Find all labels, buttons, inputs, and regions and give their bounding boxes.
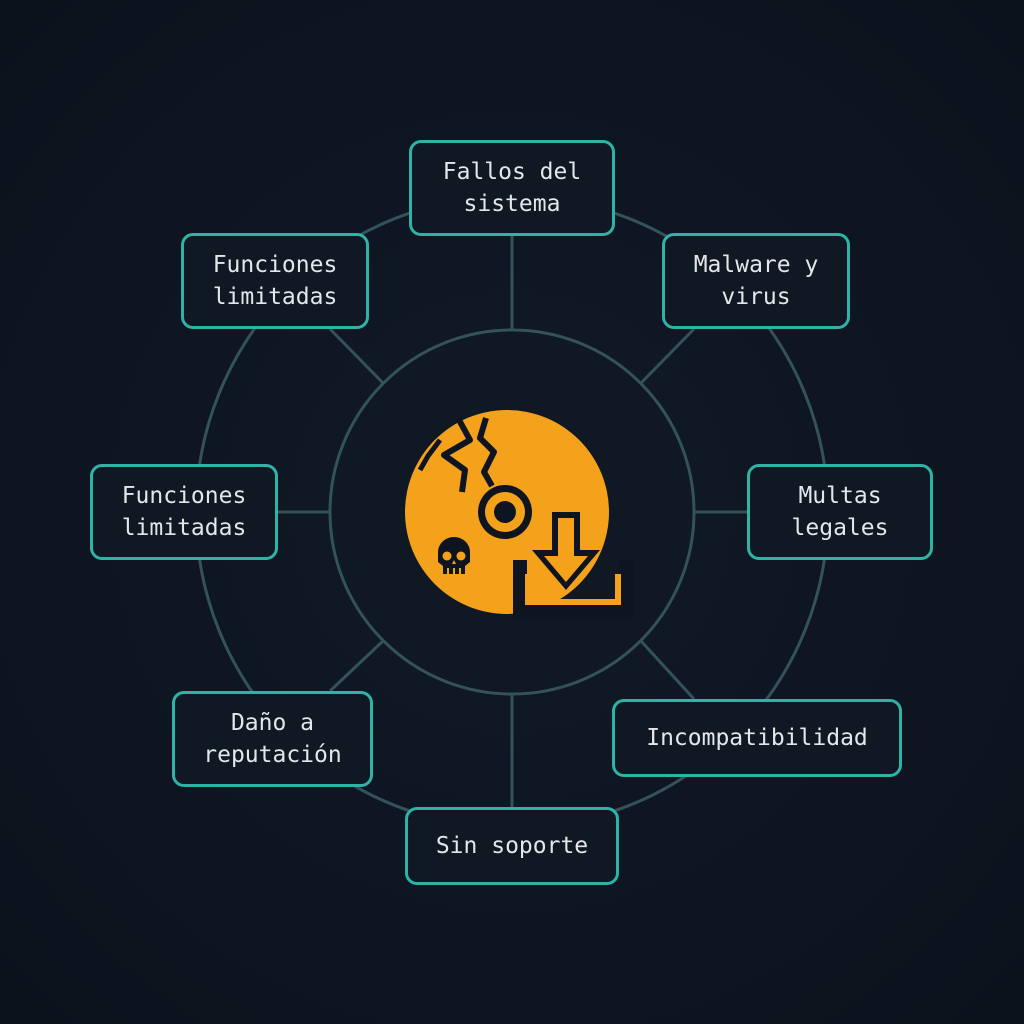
node-incompatibilidad: Incompatibilidad bbox=[612, 699, 902, 777]
node-funciones-limitadas-top: Funciones limitadas bbox=[181, 233, 369, 329]
spoke-malware bbox=[639, 327, 696, 385]
node-funciones-limitadas-mid: Funciones limitadas bbox=[90, 464, 278, 560]
node-dano-a-reputacion: Daño a reputación bbox=[172, 691, 373, 787]
download-icon bbox=[513, 512, 633, 617]
node-sin-soporte: Sin soporte bbox=[405, 807, 619, 885]
skull-icon bbox=[438, 537, 470, 574]
broken-disc-with-skull-and-download-icon bbox=[405, 410, 633, 617]
node-fallos-del-sistema: Fallos del sistema bbox=[409, 140, 615, 236]
node-malware-y-virus: Malware y virus bbox=[662, 233, 850, 329]
spoke-funciones-top bbox=[328, 327, 385, 385]
node-multas-legales: Multas legales bbox=[747, 464, 933, 560]
spoke-dano bbox=[328, 639, 385, 693]
spoke-incompatibilidad bbox=[639, 639, 696, 701]
